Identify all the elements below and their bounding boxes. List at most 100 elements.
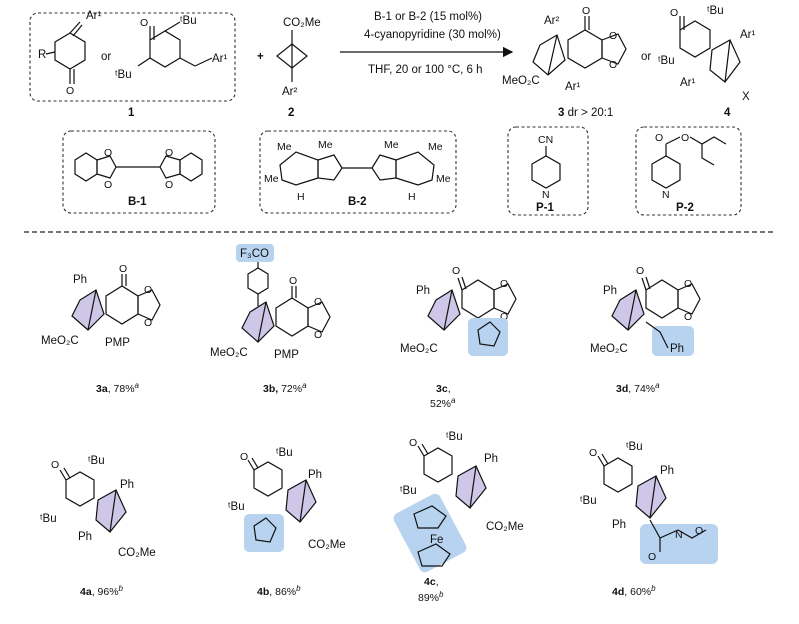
r-substituent-label: R: [38, 49, 46, 61]
pmp-label: PMP: [105, 337, 130, 349]
product-3a-structure: O O O Ph MeO₂C PMP: [41, 263, 161, 349]
plus-sign: +: [257, 51, 264, 63]
iron-label: Fe: [430, 534, 443, 546]
phenyl-label: Ph: [308, 469, 322, 481]
conditions-additive: 4-cyanopyridine (30 mol%): [364, 29, 501, 41]
oxygen-label: O: [144, 284, 152, 296]
tbu-label: ᵗBu: [446, 431, 463, 443]
meo2c-label: MeO₂C: [502, 75, 540, 87]
methyl-label: Me: [384, 139, 399, 151]
ferrocene-highlight: [393, 493, 467, 573]
oxygen-label: O: [240, 451, 248, 463]
reactant-1a-structure: O Ar¹ R: [38, 10, 102, 97]
oxygen-label: O: [670, 7, 678, 19]
phenyl-label: Ph: [78, 531, 92, 543]
nitrogen-label: N: [542, 189, 550, 201]
tbu-label: ᵗBu: [115, 69, 132, 81]
product-3d-caption: 3d, 74%a: [616, 381, 660, 395]
catalyst-p2-label: P-2: [676, 202, 694, 214]
tbu-label: ᵗBu: [228, 501, 245, 513]
hydrogen-label: H: [408, 191, 416, 203]
catalyst-b1-label: B-1: [128, 196, 147, 208]
product-3c-structure: O O O Ph MeO₂C: [400, 265, 517, 356]
meo2c-label: MeO₂C: [590, 343, 628, 355]
product-3d-structure: O O O Ph Ph MeO₂C: [590, 265, 701, 356]
tbu-label: ᵗBu: [707, 5, 724, 17]
tbu-label: ᵗBu: [180, 15, 197, 27]
thiophene-highlight: [468, 318, 508, 356]
tbu-label: ᵗBu: [580, 495, 597, 507]
ar1-label: Ar¹: [212, 53, 228, 65]
catalyst-b2-box: [259, 130, 457, 214]
oxygen-label: O: [104, 147, 112, 159]
oxygen-label: O: [409, 437, 417, 449]
phenyl-label: Ph: [416, 285, 430, 297]
oxygen-label: O: [589, 447, 597, 459]
phenyl-label: Ph: [484, 453, 498, 465]
product-3b-caption: 3b, 72%a: [263, 381, 307, 395]
compound-2-label: 2: [288, 107, 294, 119]
oxygen-label: O: [500, 311, 508, 323]
methyl-label: Me: [277, 141, 292, 153]
co2me-label: CO₂Me: [283, 17, 321, 29]
ocf3-highlight: [236, 244, 274, 262]
phenyl-label: Ph: [670, 343, 684, 355]
reactant-2-structure: CO₂Me Ar²: [276, 17, 321, 98]
oxygen-label: O: [609, 59, 617, 71]
co2me-label: CO₂Me: [308, 539, 346, 551]
styryl-highlight: [652, 326, 694, 356]
reactant-1b-structure: O ᵗBu ᵗBu Ar¹: [115, 15, 228, 81]
phenyl-label: Ph: [612, 519, 626, 531]
oxygen-label: O: [648, 551, 656, 563]
product-3-structure: Ar² O O O Ar² MeO₂C Ar¹: [502, 5, 627, 93]
ar2-label: Ar²: [544, 15, 560, 27]
product-3a-caption: 3a, 78%a: [96, 381, 140, 395]
oxygen-label: O: [636, 265, 644, 277]
oxygen-label: O: [165, 179, 173, 191]
catalyst-b1-structure: O O O O: [74, 147, 203, 191]
catalyst-p1-structure: CN N: [531, 134, 561, 201]
methyl-label: Me: [318, 139, 333, 151]
oxygen-label: O: [119, 263, 127, 275]
catalyst-b1-box: [62, 130, 216, 214]
conditions-catalyst: B-1 or B-2 (15 mol%): [374, 11, 482, 23]
tbu-label: ᵗBu: [400, 485, 417, 497]
methyl-label: Me: [264, 173, 279, 185]
oxygen-label: O: [655, 132, 663, 144]
reactant-1-box: [29, 12, 236, 102]
oxygen-label: O: [684, 278, 692, 290]
oxygen-label: O: [684, 311, 692, 323]
product-4b-caption: 4b, 86%b: [257, 584, 301, 598]
x-label: X: [742, 91, 750, 103]
compound-1-label: 1: [128, 107, 135, 119]
product-4d-caption: 4d, 60%b: [612, 584, 656, 598]
product-3b-structure: F₃CO O O O MeO₂C PMP: [210, 244, 331, 361]
meo2c-label: MeO₂C: [400, 343, 438, 355]
meo2c-label: MeO₂C: [41, 335, 79, 347]
oxygen-label: O: [681, 132, 689, 144]
product-4b-structure: O ᵗBu ᵗBu Ph CO₂Me: [228, 447, 346, 552]
compound-4-label: 4: [724, 107, 731, 119]
tbu-label: ᵗBu: [40, 513, 57, 525]
oxygen-label: O: [104, 179, 112, 191]
phenyl-label: Ph: [603, 285, 617, 297]
catalyst-b2-structure: Me Me Me Me Me Me H H: [264, 139, 451, 203]
meo2c-label: MeO₂C: [210, 347, 248, 359]
product-3c-caption: 3c,: [436, 383, 451, 395]
ar1-label: Ar¹: [86, 10, 102, 22]
product-4d-structure: O ᵗBu ᵗBu Ph Ph O N O: [580, 441, 718, 564]
oxygen-label: O: [695, 525, 703, 537]
product-4-structure: O ᵗBu ᵗBu Ar¹ Ar¹ X: [658, 5, 756, 103]
or-label-products: or: [641, 51, 651, 63]
oxygen-label: O: [314, 329, 322, 341]
catalyst-b2-label: B-2: [348, 196, 367, 208]
ar-label: Ar¹: [740, 29, 756, 41]
oxygen-label: O: [500, 278, 508, 290]
tbu-label: ᵗBu: [658, 55, 675, 67]
catalyst-p1-label: P-1: [536, 202, 555, 214]
oxygen-label: O: [66, 85, 74, 97]
oxygen-label: O: [144, 317, 152, 329]
oxygen-label: O: [165, 147, 173, 159]
product-3c-yield: 52%a: [430, 396, 456, 410]
ar1-label: Ar¹: [680, 77, 696, 89]
